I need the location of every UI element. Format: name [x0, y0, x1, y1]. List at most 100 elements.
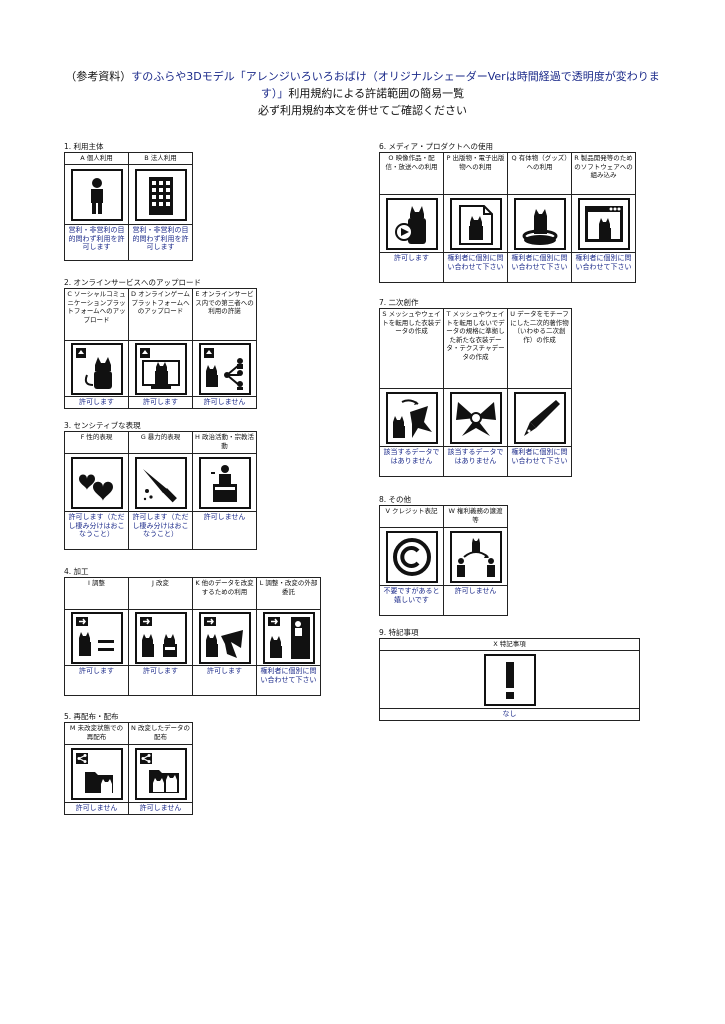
goods-icon	[513, 197, 566, 250]
header-line-2: す）」利用規約による許諾範囲の簡易一覧	[30, 86, 695, 101]
icon-cell	[192, 609, 257, 666]
icon-cell	[379, 650, 640, 709]
header-prefix: （参考資料）	[65, 70, 132, 83]
item-label: J 改変	[128, 577, 193, 610]
redistribute-icon	[70, 747, 123, 800]
item-status: 不要ですがあると嬉しいです	[379, 585, 444, 616]
section-online-upload: 2. オンラインサービスへのアップロード C ソーシャルコミュニケーションプラッ…	[64, 277, 257, 409]
item-status: 許可します	[192, 665, 257, 696]
copyright-icon	[385, 530, 438, 583]
adjust-icon	[70, 611, 123, 664]
icon-cell	[64, 453, 129, 512]
item-label: M 未改変状態での再配布	[64, 722, 129, 745]
section-title: 2. オンラインサービスへのアップロード	[64, 278, 202, 287]
item-status: 該当するデータではありません	[379, 446, 444, 477]
bow-icon	[449, 391, 502, 444]
permission-table: A 個人利用 B 法人利用 営利・非営利の目的問わず利用を許可します 営利・非営…	[64, 152, 193, 261]
permission-table: I 調整 J 改変 K 他のデータを改変するための利用 L 調整・改変の外部委託…	[64, 577, 321, 696]
item-status: 権利者に個別に問い合わせて下さい	[507, 446, 572, 477]
item-label: I 調整	[64, 577, 129, 610]
icon-cell	[379, 388, 444, 447]
section-title: 8. その他	[379, 495, 412, 504]
item-status: 許可しません	[64, 802, 129, 815]
item-status: 営利・非営利の目的問わず利用を許可します	[128, 224, 193, 261]
item-label: F 性的表現	[64, 431, 129, 454]
permission-table: F 性的表現 G 暴力的表現 H 政治活動・宗教活動 許可します（ただし棲み分け…	[64, 431, 257, 550]
section-derivative-works: 7. 二次創作 S メッシュやウェイトを転用した衣装データの作成 T メッシュや…	[379, 297, 572, 477]
permission-table: M 未改変状態での再配布 N 改変したデータの配布 許可しません 許可しません	[64, 722, 193, 815]
icon-cell	[128, 340, 193, 397]
exclamation-icon	[483, 653, 536, 706]
modify-icon	[134, 611, 187, 664]
item-label: A 個人利用	[64, 152, 129, 165]
header-title-end: す）」	[260, 87, 289, 100]
item-status: 許可します	[64, 396, 129, 409]
icon-cell	[128, 744, 193, 803]
icon-cell	[507, 388, 572, 447]
item-status: 許可します	[128, 396, 193, 409]
icon-cell	[443, 388, 508, 447]
item-status: 許可します	[379, 252, 444, 283]
icon-cell	[379, 527, 444, 586]
item-label: T メッシュやウェイトを転用しないでデータの規格に準拠した新たな衣装データ・テク…	[443, 308, 508, 389]
item-status: 許可します（ただし棲み分けはおこなうこと）	[128, 511, 193, 550]
icon-cell	[192, 340, 257, 397]
item-label: U データをモチーフにした二次的著作物（いわゆる二次創作）の作成	[507, 308, 572, 389]
permission-table: V クレジット表記 W 権利義務の譲渡等 不要ですがあると嬉しいです 許可しませ…	[379, 505, 508, 616]
publication-icon	[449, 197, 502, 250]
person-icon	[70, 168, 123, 221]
icon-cell	[64, 340, 129, 397]
item-label: G 暴力的表現	[128, 431, 193, 454]
section-title: 4. 加工	[64, 567, 89, 576]
item-status: 許可しません	[128, 802, 193, 815]
icon-cell	[443, 527, 508, 586]
upload-social-icon	[70, 342, 123, 395]
upload-game-icon	[134, 342, 187, 395]
item-label: C ソーシャルコミュニケーションプラットフォームへのアップロード	[64, 288, 129, 341]
section-processing: 4. 加工 I 調整 J 改変 K 他のデータを改変するための利用 L 調整・改…	[64, 566, 321, 696]
icon-cell	[379, 194, 444, 253]
item-label: Q 有体物（グッズ）への利用	[507, 152, 572, 195]
item-status: 権利者に個別に問い合わせて下さい	[571, 252, 636, 283]
section-title: 3. センシティブな表現	[64, 421, 141, 430]
section-redistribution: 5. 再配布・配布 M 未改変状態での再配布 N 改変したデータの配布 許可しま…	[64, 711, 193, 815]
header-subtitle: 利用規約による許諾範囲の簡易一覧	[288, 87, 465, 100]
icon-cell	[192, 453, 257, 512]
section-special-notes: 9. 特記事項 X 特記事項 なし	[379, 627, 640, 721]
item-label: P 出版物・電子出版物への利用	[443, 152, 508, 195]
section-title: 9. 特記事項	[379, 628, 419, 637]
header-title: すのふらや3Dモデル「アレンジいろいろおばけ（オリジナルシェーダーVerは時間経…	[131, 70, 660, 83]
item-status: なし	[379, 708, 640, 721]
item-label: X 特記事項	[379, 638, 640, 651]
icon-cell	[64, 744, 129, 803]
header-line-1: （参考資料）すのふらや3Dモデル「アレンジいろいろおばけ（オリジナルシェーダーV…	[30, 69, 695, 84]
item-label: K 他のデータを改変するための利用	[192, 577, 257, 610]
item-status: 権利者に個別に問い合わせて下さい	[507, 252, 572, 283]
item-status: 権利者に個別に問い合わせて下さい	[256, 665, 321, 696]
building-icon	[134, 168, 187, 221]
section-other: 8. その他 V クレジット表記 W 権利義務の譲渡等 不要ですがあると嬉しいで…	[379, 494, 508, 616]
section-title: 7. 二次創作	[379, 298, 419, 307]
icon-cell	[256, 609, 321, 666]
section-sensitive-expression: 3. センシティブな表現 F 性的表現 G 暴力的表現 H 政治活動・宗教活動 …	[64, 420, 257, 550]
icon-cell	[128, 609, 193, 666]
icon-cell	[128, 453, 193, 512]
item-label: R 製品開発等のためのソフトウェアへの組み込み	[571, 152, 636, 195]
item-label: B 法人利用	[128, 152, 193, 165]
header-notice: 必ず利用規約本文を併せてご確認ください	[258, 104, 467, 117]
item-status: 許可しません	[192, 511, 257, 550]
share-network-icon	[198, 342, 251, 395]
hearts-icon	[70, 456, 123, 509]
item-status: 該当するデータではありません	[443, 446, 508, 477]
section-usage-subject: 1. 利用主体 A 個人利用 B 法人利用 営利・非営利の目的問わず利用を許可し…	[64, 141, 193, 261]
item-label: L 調整・改変の外部委託	[256, 577, 321, 610]
item-label: V クレジット表記	[379, 505, 444, 528]
transfer-icon	[449, 530, 502, 583]
permission-table: X 特記事項 なし	[379, 638, 640, 721]
item-status: 営利・非営利の目的問わず利用を許可します	[64, 224, 129, 261]
item-status: 許可します	[128, 665, 193, 696]
item-status: 許可します	[64, 665, 129, 696]
item-status: 許可しません	[443, 585, 508, 616]
item-status: 許可しません	[192, 396, 257, 409]
section-title: 5. 再配布・配布	[64, 712, 119, 721]
